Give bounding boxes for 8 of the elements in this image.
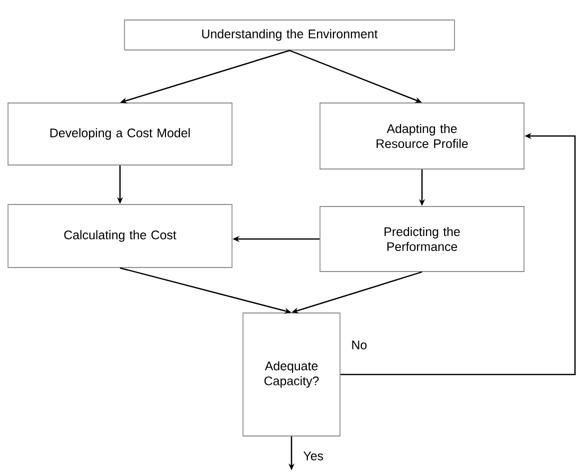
process-box: Adapting the Resource Profile	[320, 102, 524, 170]
process-box: Calculating the Cost	[8, 204, 232, 268]
edge-label: No	[350, 340, 368, 350]
process-box: Understanding the Environment	[124, 20, 455, 50]
decision-box: Adequate Capacity?	[242, 312, 340, 436]
process-box: Predicting the Performance	[320, 206, 524, 272]
edge-label: Yes	[302, 450, 324, 462]
process-box: Developing a Cost Model	[8, 102, 232, 166]
